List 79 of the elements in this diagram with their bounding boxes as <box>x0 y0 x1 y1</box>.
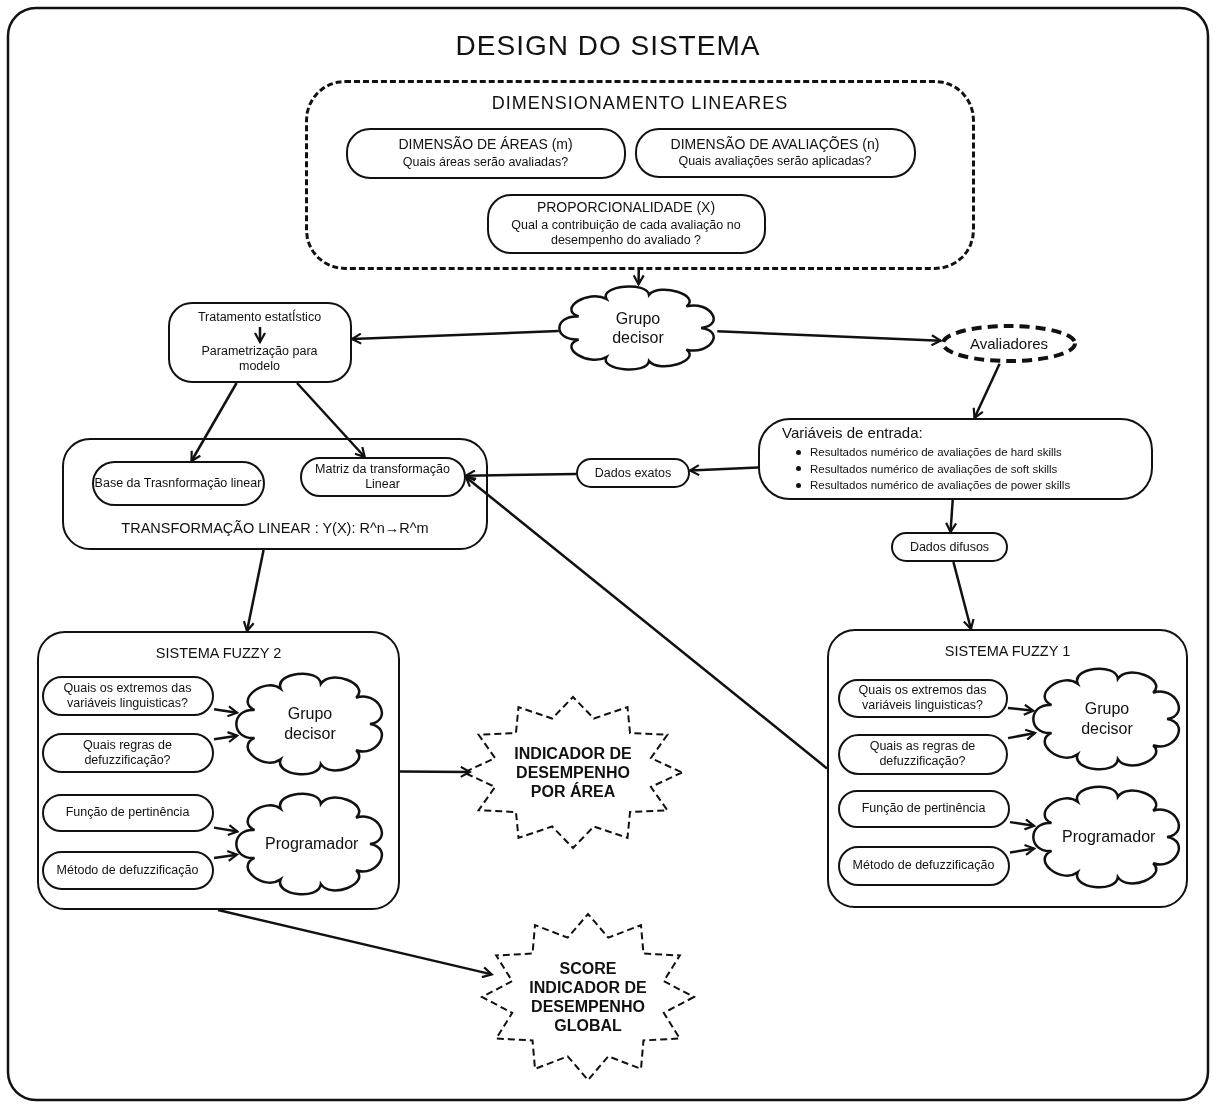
rounded-box <box>837 678 1008 718</box>
rounded-box <box>758 418 1153 500</box>
arrow <box>217 908 493 979</box>
arrow <box>400 765 471 778</box>
rounded-box <box>345 127 626 179</box>
arrow <box>945 499 958 534</box>
rounded-box <box>168 302 352 383</box>
rounded-box <box>576 458 690 488</box>
box-title: DIMENSÃO DE AVALIAÇÕES (n) <box>670 135 880 153</box>
rounded-box <box>891 532 1008 562</box>
group-heading: SISTEMA FUZZY 1 <box>943 643 1072 659</box>
box-text: Quais áreas serão avaliadas? <box>402 154 569 170</box>
step-text: Tratamento estatÍstico <box>197 310 322 325</box>
box-text: Dados exatos <box>594 465 672 481</box>
box-text: Quais avaliações serão aplicadas? <box>678 154 872 170</box>
bullet-item: Resultados numérico de avaliações de soft skills <box>810 461 1058 477</box>
arrow <box>1007 728 1037 741</box>
box-text: Quais os extremos das variáveis linguisticas? <box>857 683 988 713</box>
box-text: Base da Trasnformação linear <box>94 475 262 491</box>
bullet-item: Resultados numérico de avaliações de hard skills <box>810 445 1062 460</box>
arrow <box>213 824 239 837</box>
arrow <box>213 731 239 744</box>
ellipse-label: Avaliadores <box>969 334 1049 353</box>
dashed-group-box <box>305 80 975 270</box>
cloud-label: Grupo decisor <box>283 704 337 743</box>
rounded-box <box>299 456 466 497</box>
arrow <box>952 561 975 631</box>
bullet-item: Resultados numérico de avaliações de power skills <box>810 478 1071 494</box>
rounded-box <box>41 850 214 890</box>
group-heading: DIMENSIONAMENTO LINEARES <box>490 93 790 114</box>
box-text: Dados difusos <box>909 539 990 555</box>
rounded-box <box>41 793 214 832</box>
box-text: Quais regras de defuzzificação? <box>82 737 173 768</box>
box-text: Método de defuzzificação <box>852 858 995 873</box>
arrow <box>717 330 942 347</box>
arrow <box>464 469 577 482</box>
rounded-box <box>41 675 214 716</box>
starburst-label: SCORE INDICADOR DE DESEMPENHO GLOBAL <box>528 958 648 1036</box>
rounded-box <box>837 845 1010 886</box>
diagram-title: DESIGN DO SISTEMA <box>454 30 762 62</box>
box-text: Qual a contribuição de cada avaliação no desempenho do avaliado ? <box>510 217 742 248</box>
rounded-box <box>91 460 265 506</box>
arrow <box>1009 843 1036 857</box>
group-heading: TRANSFORMAÇÃO LINEAR : Y(X): R^n→R^m <box>120 520 430 536</box>
arrow <box>972 363 1001 420</box>
arrow <box>296 382 366 459</box>
group-box <box>62 438 488 550</box>
box-text: Quais os extremos das variáveis linguisticas? <box>62 680 193 711</box>
box-text: Função de pertinência <box>861 801 986 816</box>
box-text: Matriz da transformação Linear <box>314 461 451 492</box>
box-text: Função de pertinência <box>65 805 190 820</box>
arrow <box>632 270 645 286</box>
step-text: Parametrização para modelo <box>200 343 319 374</box>
rounded-box <box>41 732 214 773</box>
rounded-box <box>837 733 1008 775</box>
group-heading: SISTEMA FUZZY 2 <box>154 645 283 661</box>
arrow <box>253 327 267 344</box>
box-title: Variáveis de entrada: <box>782 424 923 442</box>
cloud-label: Grupo decisor <box>1080 699 1134 738</box>
box-text: Método de defuzzificação <box>56 862 199 878</box>
box-title: DIMENSÃO DE ÁREAS (m) <box>398 136 573 153</box>
arrow <box>688 464 759 477</box>
arrow <box>1007 703 1035 716</box>
arrow <box>464 476 828 770</box>
box-text: Quais as regras de defuzzificação? <box>868 739 977 769</box>
box-title: PROPORCIONALIDADE (X) <box>536 199 716 216</box>
arrow <box>242 549 265 633</box>
arrow <box>213 705 239 718</box>
arrow <box>1009 818 1036 831</box>
cloud-label: Grupo decisor <box>611 308 665 348</box>
arrow <box>213 849 238 863</box>
rounded-box <box>486 193 766 254</box>
rounded-box <box>634 127 916 178</box>
arrow <box>350 329 559 345</box>
group-box <box>37 631 400 910</box>
starburst-label: INDICADOR DE DESEMPENHO POR ÁREA <box>513 743 633 802</box>
group-box <box>827 629 1188 908</box>
arrow <box>190 382 238 463</box>
rounded-box <box>837 789 1010 828</box>
